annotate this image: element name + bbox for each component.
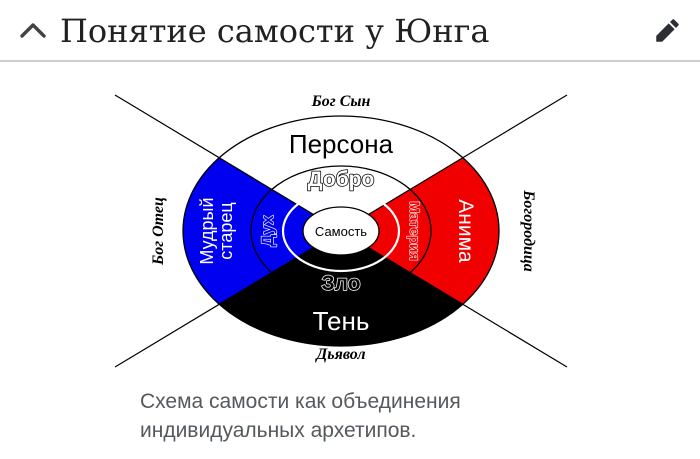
label-god-father: Бог Отец (150, 197, 167, 266)
sector-bottom-shadow (219, 231, 463, 346)
svg-text:старец: старец (216, 202, 236, 259)
jung-self-diagram-image[interactable]: Персона Тень Мудрый старец Анима Добро З… (0, 85, 700, 385)
label-self: Самость (315, 224, 367, 239)
label-mother-of-god: Богородица (520, 189, 537, 272)
label-spirit: Дух (258, 215, 277, 247)
edit-button[interactable] (650, 13, 684, 47)
sector-right-anima (341, 158, 499, 304)
outer-ellipse (182, 115, 500, 347)
label-god-son: Бог Сын (311, 93, 371, 110)
label-matter: Материя (407, 201, 423, 261)
svg-text:Мудрый: Мудрый (197, 197, 217, 264)
chevron-up-icon (19, 21, 47, 39)
label-persona: Персона (289, 129, 394, 159)
label-shadow: Тень (313, 306, 370, 336)
inner-white-ellipse (281, 189, 401, 273)
collapse-section-button[interactable] (16, 13, 50, 47)
label-evil: Зло (321, 272, 360, 295)
label-anima: Анима (454, 199, 477, 263)
pencil-icon (655, 18, 680, 43)
sector-left-wise-old-man (183, 158, 341, 304)
section-title: Понятие самости у Юнга (60, 12, 490, 50)
sector-top-persona (219, 116, 463, 231)
label-devil: Дьявол (314, 346, 365, 363)
label-wise-old-man: Мудрый старец (197, 197, 236, 264)
image-caption: Схема самости как объединения индивидуал… (140, 390, 461, 442)
section-header: Понятие самости у Юнга (0, 0, 700, 62)
middle-ellipse (250, 165, 432, 297)
label-good: Добро (308, 168, 375, 191)
center-self-ellipse (302, 206, 380, 256)
